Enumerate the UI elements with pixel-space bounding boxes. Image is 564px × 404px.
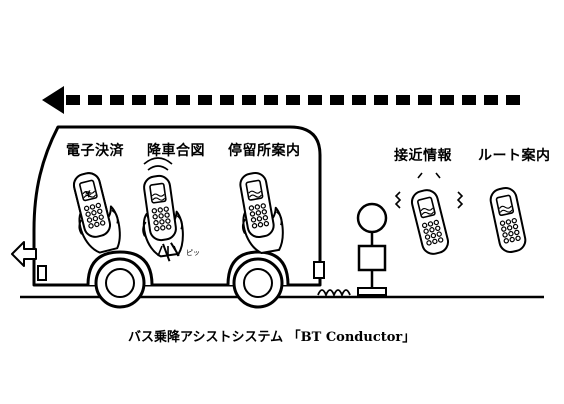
beep-sound-label: ピッ xyxy=(186,249,200,257)
bus-wheel-rear xyxy=(232,257,284,309)
bus-wheel-front xyxy=(94,257,146,309)
vibration-marks-icon xyxy=(394,172,464,209)
bus-direction-arrow xyxy=(11,241,37,267)
label-stop-info: 停留所案内 xyxy=(228,143,301,159)
signal-waves-icon xyxy=(143,157,179,257)
system-caption: バス乗降アシストシステム 「BT Conductor」 xyxy=(128,326,415,345)
caption-system-name: BT Conductor xyxy=(300,330,403,345)
label-route-guide: ルート案内 xyxy=(478,148,551,164)
caption-suffix: 」 xyxy=(402,330,416,345)
label-electronic-payment: 電子決済 xyxy=(66,143,124,159)
label-stop-signal: 降車合図 xyxy=(147,143,205,159)
approach-info-phone-icon xyxy=(408,186,452,258)
exhaust-squiggle xyxy=(317,289,351,298)
bus-stop-sign xyxy=(356,202,388,296)
route-guide-phone-icon xyxy=(487,184,529,256)
yen-symbol: ¥ xyxy=(84,190,93,201)
caption-prefix: バス乗降アシストシステム 「 xyxy=(128,330,301,345)
direction-arrow xyxy=(42,86,520,114)
label-approach-info: 接近情報 xyxy=(394,148,452,164)
